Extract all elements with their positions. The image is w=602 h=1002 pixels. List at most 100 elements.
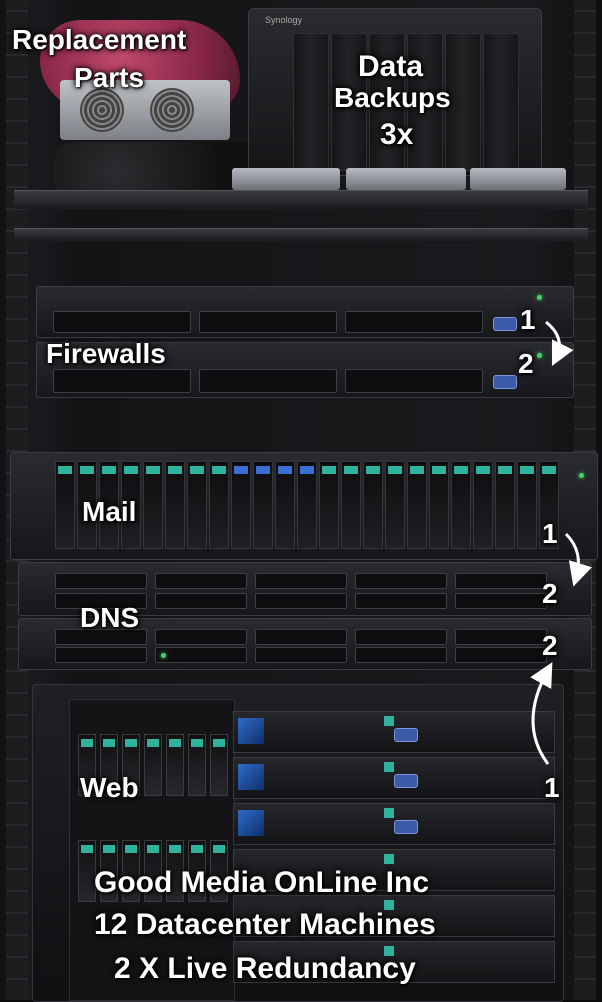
drive-slot: [55, 593, 147, 609]
web-blade-2: [233, 757, 555, 799]
hdd-bay: [429, 461, 449, 549]
drive-slot: [355, 629, 447, 645]
data-backups-label-2: Backups: [334, 82, 451, 113]
nas-bay: [369, 33, 405, 171]
drive-slot: [155, 647, 247, 663]
fan-icon: [80, 88, 124, 132]
web-blade-3: [233, 803, 555, 845]
data-backups-count: 3x: [380, 118, 414, 151]
failover-arrow-icon: [530, 662, 553, 765]
drive-slot: [455, 629, 547, 645]
nas-backup-unit: Synology: [248, 8, 542, 176]
hdd-bay: [319, 461, 339, 549]
drive-slot: [53, 369, 191, 393]
web-blade-5: [233, 895, 555, 937]
hdd-bay: [385, 461, 405, 549]
drive-slot: [55, 629, 147, 645]
drive-slot: [55, 573, 147, 589]
drive-slot: [345, 369, 483, 393]
hdd-bay: [166, 734, 184, 796]
hdd-bay: [451, 461, 471, 549]
spare-drive: [470, 168, 566, 190]
nas-bay: [445, 33, 481, 171]
vga-port: [394, 774, 418, 788]
dns-server-2: [18, 618, 592, 670]
mail-number-1: 1: [542, 518, 558, 549]
drive-slot: [255, 647, 347, 663]
nas-bay: [331, 33, 367, 171]
mail-label: Mail: [82, 496, 137, 527]
hdd-bay: [78, 734, 96, 796]
hdd-bay: [166, 840, 184, 902]
nas-brand-label: Synology: [265, 15, 303, 25]
nas-bay: [483, 33, 519, 171]
footer-company-name: Good Media OnLine Inc: [94, 866, 430, 899]
hdd-bay: [473, 461, 493, 549]
drive-slot: [155, 593, 247, 609]
hdd-bay: [341, 461, 361, 549]
mail-server: [10, 452, 598, 560]
release-tab: [384, 716, 394, 726]
nas-bay: [407, 33, 443, 171]
hdd-bay: [253, 461, 273, 549]
nas-bay: [293, 33, 329, 171]
drive-slot: [255, 629, 347, 645]
drive-slot: [355, 573, 447, 589]
hdd-bay: [78, 840, 96, 902]
vga-port: [394, 820, 418, 834]
dns-server-1: [18, 562, 592, 616]
hdd-bay: [210, 734, 228, 796]
failover-arrow-icon: [564, 532, 592, 587]
drive-slot: [155, 629, 247, 645]
spare-drive: [346, 168, 466, 190]
spare-drive: [232, 168, 340, 190]
release-tab: [384, 854, 394, 864]
replacement-parts-label: Replacement: [12, 24, 187, 55]
drive-slot: [199, 311, 337, 333]
firewall-number-1: 1: [520, 304, 536, 335]
web-blade-1: [233, 711, 555, 753]
hdd-bay: [188, 840, 206, 902]
drive-slot: [199, 369, 337, 393]
drive-slot: [455, 573, 547, 589]
web-blade-6: [233, 941, 555, 983]
status-led: [161, 653, 166, 658]
hdd-bay: [122, 840, 140, 902]
rack-shelf: [14, 190, 588, 209]
xeon-badge-icon: [238, 810, 264, 836]
release-tab: [384, 808, 394, 818]
hdd-bay: [297, 461, 317, 549]
xeon-badge-icon: [238, 764, 264, 790]
data-backups-label: Data: [358, 50, 424, 83]
drive-slot: [345, 311, 483, 333]
hdd-bay: [517, 461, 537, 549]
drive-slot: [255, 593, 347, 609]
web-server-chassis: [32, 684, 564, 1002]
xeon-badge-icon: [238, 718, 264, 744]
vga-port: [394, 728, 418, 742]
dns-label: DNS: [80, 602, 140, 633]
hdd-bay: [165, 461, 185, 549]
status-led: [537, 353, 542, 358]
hdd-bay: [188, 734, 206, 796]
drive-slot: [55, 647, 147, 663]
dns-number-2b: 2: [542, 630, 558, 661]
firewalls-label: Firewalls: [46, 338, 166, 369]
hdd-bay: [77, 461, 97, 549]
replacement-parts-label-2: Parts: [74, 62, 145, 93]
hdd-bay: [210, 840, 228, 902]
fan-icon: [150, 88, 194, 132]
mail-drive-bays: [55, 461, 575, 549]
footer-redundancy: 2 X Live Redundancy: [114, 952, 416, 985]
firewall-number-2: 2: [518, 348, 534, 379]
status-led: [537, 295, 542, 300]
hdd-bay: [100, 734, 118, 796]
hdd-bay: [121, 461, 141, 549]
hdd-bay: [99, 461, 119, 549]
hdd-bay: [231, 461, 251, 549]
firewall-server-2: [36, 342, 574, 398]
hdd-bay: [363, 461, 383, 549]
hdd-bay: [187, 461, 207, 549]
